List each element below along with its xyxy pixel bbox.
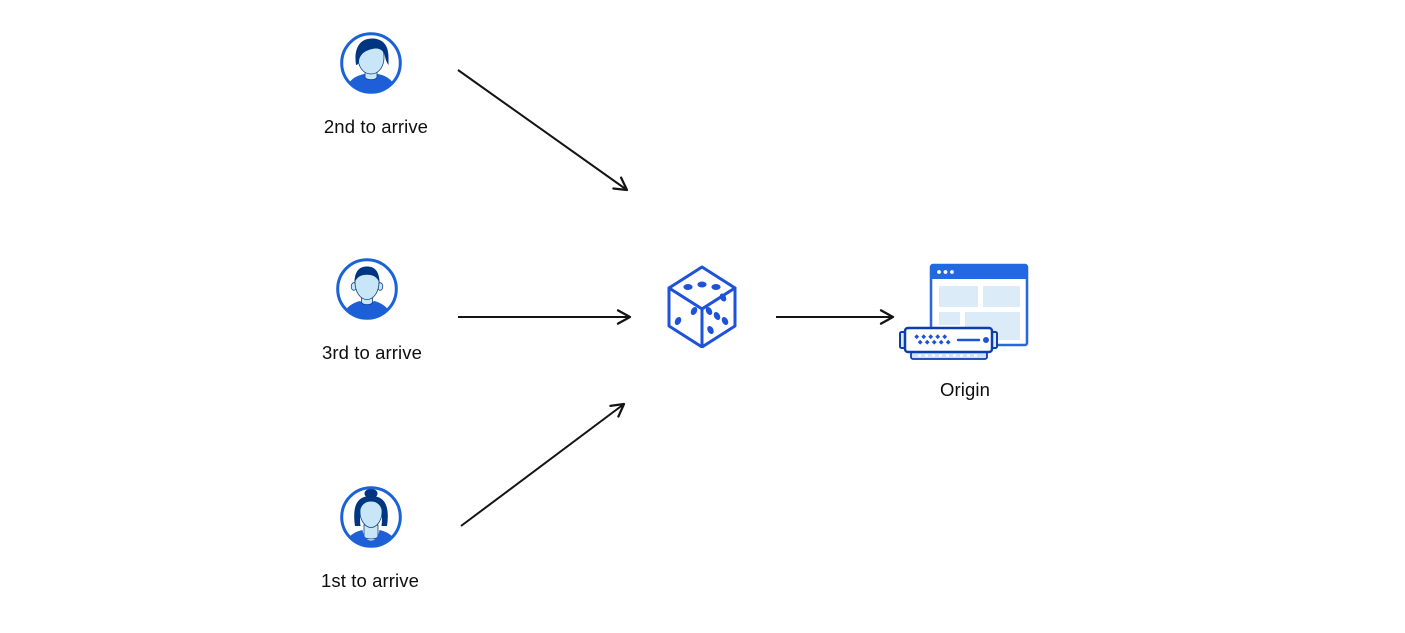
man-short-hair-avatar — [336, 258, 398, 320]
arrow-client1-to-dice — [460, 402, 626, 527]
client-node-3rd-to-arrive — [334, 256, 400, 322]
woman-bun-avatar — [340, 486, 402, 548]
arrow-client2-to-dice — [457, 69, 629, 192]
origin-server-icon — [899, 263, 1029, 360]
client-node-2nd-to-arrive — [338, 30, 404, 96]
origin-node — [897, 262, 1029, 364]
origin-label: Origin — [940, 379, 990, 400]
man-swoop-hair-avatar — [340, 32, 402, 94]
client-label-1st: 1st to arrive — [321, 570, 419, 591]
client-label-3rd: 3rd to arrive — [321, 342, 422, 363]
dice-icon — [667, 265, 737, 348]
random-selector-node — [665, 264, 739, 348]
client-node-1st-to-arrive — [338, 484, 404, 550]
client-label-2nd: 2nd to arrive — [323, 116, 429, 137]
